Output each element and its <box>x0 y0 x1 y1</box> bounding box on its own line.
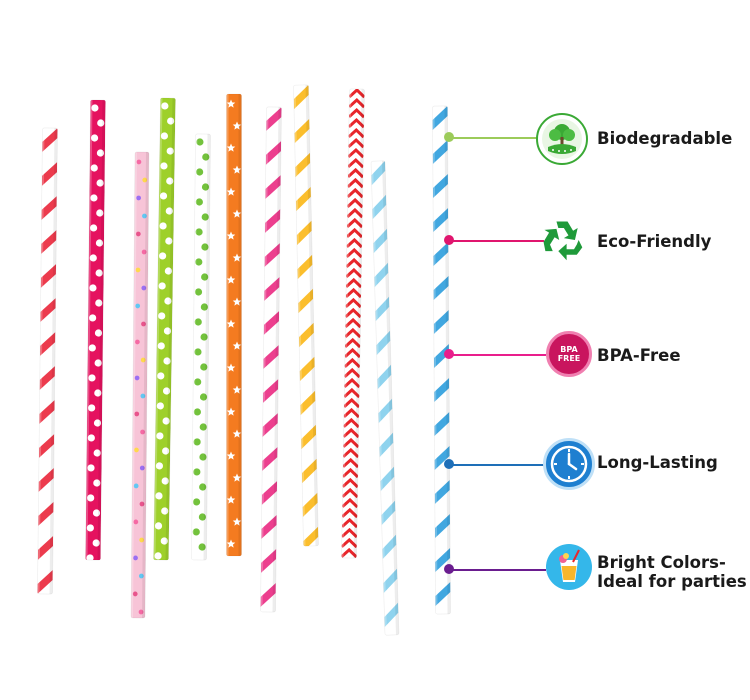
connector-dot <box>444 349 454 359</box>
straw-pink-polka <box>85 99 106 561</box>
connector-line <box>448 240 544 242</box>
straw-orange-stars <box>226 93 242 557</box>
straw-blue-stripe <box>432 105 451 615</box>
straw-pink-hearts <box>130 151 150 619</box>
feature-biodegradable: Biodegradable <box>440 106 750 170</box>
straw-red-stripe <box>37 127 58 595</box>
feature-label: Long-Lasting <box>597 453 718 472</box>
free-badge-text: FREE <box>557 354 581 363</box>
feature-long-lasting: Long-Lasting <box>440 432 750 496</box>
feature-label-line-1: Bright Colors- <box>597 553 726 572</box>
connector-line <box>448 464 546 466</box>
straw-yellow-stripe <box>293 84 319 547</box>
feature-bpa-free: BPA FREE BPA-Free <box>440 323 750 387</box>
connector-line <box>448 354 546 356</box>
feature-bright-colors: Bright Colors- Ideal for parties <box>440 538 750 602</box>
recycle-icon <box>538 216 586 264</box>
bpa-badge-text: BPA <box>560 345 578 354</box>
straw-pink-stripe <box>260 106 282 613</box>
straw-lime-polka <box>153 97 176 561</box>
connector-dot <box>444 235 454 245</box>
feature-label: Biodegradable <box>597 129 733 148</box>
connector-dot <box>444 564 454 574</box>
straw-white-green-dots <box>191 133 211 561</box>
connector-line <box>448 569 546 571</box>
bpa-free-icon: BPA FREE <box>546 331 592 377</box>
feature-label: Bright Colors- Ideal for parties <box>597 553 747 591</box>
straw-red-chevron <box>341 88 365 559</box>
clock-icon <box>543 438 595 490</box>
leaf-tree-icon <box>536 113 588 165</box>
connector-dot <box>444 459 454 469</box>
straw-lightblue-stripe <box>370 160 400 636</box>
connector-line <box>448 137 548 139</box>
feature-eco-friendly: Eco-Friendly <box>440 209 750 273</box>
feature-label: Eco-Friendly <box>597 232 712 251</box>
feature-label-line-2: Ideal for parties <box>597 572 747 591</box>
drink-glass-icon <box>546 544 592 590</box>
connector-dot <box>444 132 454 142</box>
feature-label: BPA-Free <box>597 346 681 365</box>
